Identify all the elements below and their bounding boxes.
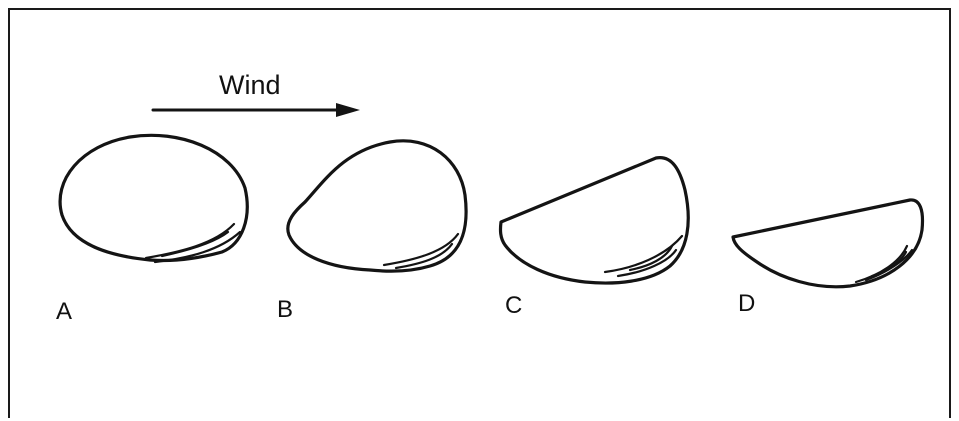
wind-arrow xyxy=(153,103,360,117)
shape-c xyxy=(500,158,688,283)
stage-label-d: D xyxy=(738,292,755,316)
stage-label-c: C xyxy=(505,294,522,318)
shape-d xyxy=(733,200,923,287)
shape-a xyxy=(60,135,247,262)
panel-border xyxy=(9,9,950,418)
stage-label-b: B xyxy=(277,298,293,322)
shape-b xyxy=(288,141,466,271)
wind-label: Wind xyxy=(219,72,281,99)
stage-label-a: A xyxy=(56,300,72,324)
